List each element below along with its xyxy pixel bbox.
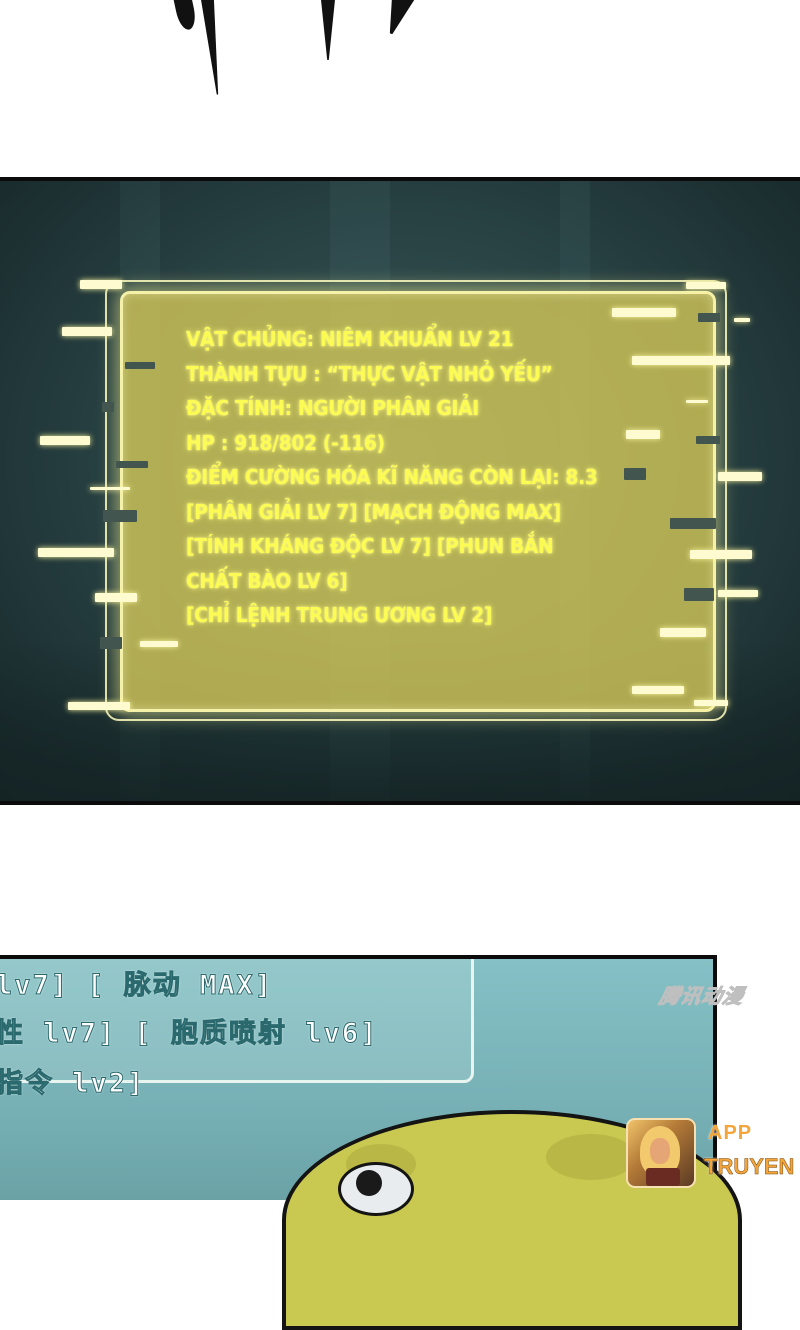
glitch-bar <box>690 550 752 559</box>
glitch-bar <box>718 472 762 481</box>
glitch-bar <box>684 588 714 601</box>
status-window <box>105 280 727 721</box>
watermark-text: 腾讯动漫 <box>657 984 747 1009</box>
glitch-bar <box>626 430 660 439</box>
status-line: HP : 918/802 (-116) <box>186 430 385 455</box>
status-lines: VẬT CHỦNG: NIÊM KHUẨN LV 21 THÀNH TỰU : … <box>186 322 706 633</box>
glitch-bar <box>102 402 114 412</box>
logo-badge-icon <box>626 1118 696 1188</box>
glitch-bar <box>80 280 122 289</box>
comic-panel-status <box>0 177 800 805</box>
status-line: [CHỈ LỆNH TRUNG ƯƠNG LV 2] <box>186 603 493 627</box>
glitch-bar <box>698 313 720 322</box>
status-line: THÀNH TỰU : “THỰC VẬT NHỎ YẾU” <box>186 361 553 386</box>
ink-stroke <box>200 0 225 95</box>
original-status-line: lv7] [ 脉动 MAX] <box>0 970 274 1002</box>
original-status-frame <box>0 959 474 1083</box>
original-status-line: 指令 lv2] <box>0 1068 146 1100</box>
status-line: VẬT CHỦNG: NIÊM KHUẨN LV 21 <box>186 327 514 351</box>
status-line: [PHÂN GIẢI LV 7] [MẠCH ĐỘNG MAX] <box>186 499 561 524</box>
glitch-bar <box>103 510 137 522</box>
status-line: CHẤT BÀO LV 6] <box>186 568 348 593</box>
status-line: ĐIỂM CƯỜNG HÓA KĨ NĂNG CÒN LẠI: 8.3 <box>186 465 598 489</box>
glitch-bar <box>140 641 178 647</box>
glitch-bar <box>40 436 90 445</box>
ink-stroke <box>172 0 198 32</box>
status-line: [TÍNH KHÁNG ĐỘC LV 7] [PHUN BẮN <box>186 534 554 558</box>
logo-text-app: APP <box>708 1122 753 1144</box>
glitch-bar <box>90 487 130 490</box>
glitch-bar <box>718 590 758 597</box>
glitch-bar <box>686 400 708 403</box>
glitch-bar <box>95 593 137 602</box>
glitch-bar <box>670 518 716 529</box>
glitch-bar <box>125 362 155 369</box>
glitch-bar <box>68 702 130 710</box>
glitch-bar <box>632 686 684 694</box>
glitch-bar <box>686 282 726 289</box>
creature-pupil <box>356 1170 382 1196</box>
glitch-bar <box>734 318 750 322</box>
glitch-bar <box>116 461 148 468</box>
logo-text-truyen: TRUYEN <box>704 1154 795 1180</box>
glitch-bar <box>632 356 730 365</box>
top-white-area <box>0 0 800 175</box>
status-line: ĐẶC TÍNH: NGƯỜI PHÂN GIẢI <box>186 396 479 420</box>
glitch-bar <box>660 628 706 637</box>
glitch-bar <box>100 637 122 649</box>
glitch-bar <box>62 327 112 336</box>
creature-spot <box>546 1134 636 1180</box>
glitch-bar <box>38 548 114 557</box>
ink-stroke <box>320 0 336 60</box>
glitch-bar <box>624 468 646 480</box>
glitch-bar <box>696 436 720 444</box>
glitch-bar <box>612 308 676 317</box>
app-truyen-logo: APP TRUYEN <box>626 1118 798 1196</box>
original-status-line: 性 lv7] [ 胞质喷射 lv6] <box>0 1018 379 1050</box>
glitch-bar <box>694 700 728 706</box>
ink-stroke <box>379 0 418 38</box>
